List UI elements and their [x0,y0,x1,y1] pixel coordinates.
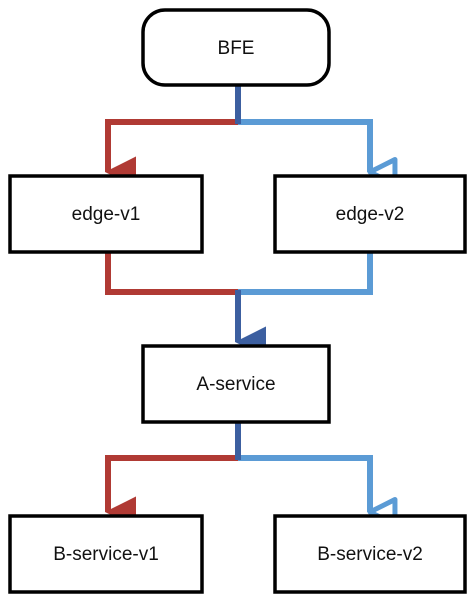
connector-a-service-to-b-service-v1 [104,455,238,528]
node-a-service: A-service [141,344,331,424]
connector-bfe-to-edge-v1 [104,119,238,188]
connector-edge-v2-to-a-service [238,252,373,295]
connector-edge-v1-to-a-service [105,252,238,295]
connector-bfe-to-edge-v2 [238,119,398,187]
node-b-service-v1: B-service-v1 [8,514,204,594]
connector-a-service-to-b-service-v2 [238,455,398,527]
node-bfe-label: BFE [218,38,255,59]
node-bfe: BFE [141,8,331,87]
node-edge-v1-label: edge-v1 [72,204,141,225]
node-b-service-v2-label: B-service-v2 [317,544,423,565]
node-edge-v2: edge-v2 [273,174,467,254]
node-a-service-label: A-service [196,374,275,395]
node-b-service-v2: B-service-v2 [273,514,467,594]
node-edge-v2-label: edge-v2 [336,204,405,225]
node-b-service-v1-label: B-service-v1 [53,544,159,565]
node-edge-v1: edge-v1 [8,174,204,254]
